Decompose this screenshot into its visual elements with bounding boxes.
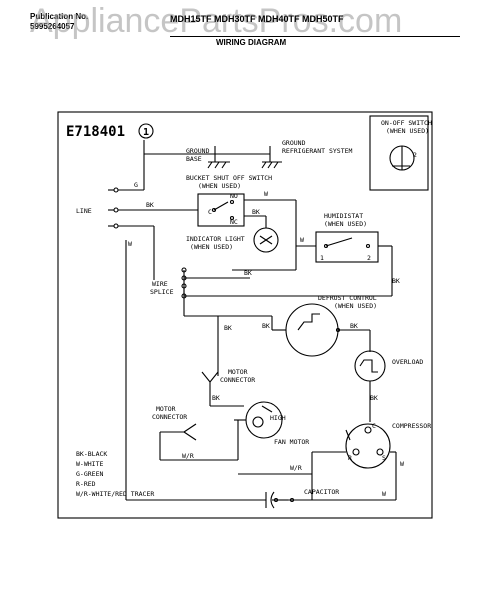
onoff-terminal: 2 — [413, 151, 417, 159]
wire-bk-label-9: BK — [212, 394, 220, 402]
onoff-switch-label-1: ON-OFF SWITCH — [381, 119, 432, 127]
document-title: WIRING DIAGRAM — [216, 38, 287, 47]
bucket-switch-box — [197, 193, 245, 227]
motor-connector-1-label-2: CONNECTOR — [220, 376, 255, 384]
legend-item-g: G-GREEN — [76, 470, 103, 478]
humidistat-box — [315, 231, 379, 263]
wire-w-label-4: W — [400, 460, 404, 468]
high-label: HIGH — [270, 414, 286, 422]
line-label: LINE — [76, 207, 92, 215]
bucket-switch-label-2: (WHEN USED) — [198, 182, 241, 190]
watermark: AppliancePartsPros.com — [30, 2, 403, 40]
ground-refrigerant-label-2: REFRIGERANT SYSTEM — [282, 147, 353, 155]
wire-bk-label-3: BK — [244, 269, 252, 277]
wire-w-label-3: W — [300, 236, 304, 244]
bucket-switch-label-1: BUCKET SHUT OFF SWITCH — [186, 174, 272, 182]
humidistat-label-1: HUMIDISTAT — [324, 212, 363, 220]
wire-bk-label-4: BK — [392, 277, 400, 285]
motor-connector-1-label-1: MOTOR — [228, 368, 248, 376]
defrost-control-label-2: (WHEN USED) — [334, 302, 377, 310]
humidistat-terminal-1: 1 — [320, 254, 324, 262]
diagram-code-number: 1 — [143, 127, 149, 138]
switch-c-label: C — [208, 208, 212, 216]
wire-g-label: G — [134, 181, 138, 189]
onoff-switch-label-2: (WHEN USED) — [386, 127, 429, 135]
code-circle — [138, 123, 154, 139]
wire-bk-label-8: BK — [370, 394, 378, 402]
ground-base-label-2: BASE — [186, 155, 202, 163]
wire-splice-label-2: SPLICE — [150, 288, 174, 296]
compressor-label: COMPRESSOR — [392, 422, 431, 430]
wire-bk-label-2: BK — [252, 208, 260, 216]
wire-bk-label-6: BK — [262, 322, 270, 330]
fan-motor-label: FAN MOTOR — [274, 438, 309, 446]
overload-label: OVERLOAD — [392, 358, 423, 366]
compressor-r-label: R — [348, 454, 352, 462]
wire-bk-label-7: BK — [350, 322, 358, 330]
wire-bk-label-1: BK — [146, 201, 154, 209]
model-list: MDH15TF MDH30TF MDH40TF MDH50TF — [170, 14, 344, 24]
humidistat-label-2: (WHEN USED) — [324, 220, 367, 228]
legend-item-bk: BK-BLACK — [76, 450, 107, 458]
motor-connector-2-label-1: MOTOR — [156, 405, 176, 413]
overload-symbol — [354, 350, 386, 382]
wire-bk-label-5: BK — [224, 324, 232, 332]
wire-wr-label-2: W/R — [290, 464, 302, 472]
publication-label: Publication No. — [30, 12, 89, 21]
capacitor-label: CAPACITOR — [304, 488, 339, 496]
header-rule — [170, 36, 460, 37]
ground-base-label-1: GROUND — [186, 147, 210, 155]
onoff-switch-box — [369, 115, 429, 191]
compressor-symbol — [345, 423, 391, 469]
ground-refrigerant-label-1: GROUND — [282, 139, 306, 147]
wire-wr-label-1: W/R — [182, 452, 194, 460]
legend-item-wr: W/R-WHITE/RED TRACER — [76, 490, 154, 498]
indicator-light-symbol — [253, 227, 279, 253]
wire-w-label-1: W — [264, 190, 268, 198]
legend-item-w: W-WHITE — [76, 460, 103, 468]
wire-w-label-5: W — [382, 490, 386, 498]
compressor-s-label: S — [382, 454, 386, 462]
legend-item-r: R-RED — [76, 480, 96, 488]
humidistat-terminal-2: 2 — [367, 254, 371, 262]
indicator-light-label-1: INDICATOR LIGHT — [186, 235, 245, 243]
defrost-control-symbol — [285, 303, 339, 357]
publication-number: 5995264057 — [30, 22, 75, 31]
compressor-c-label: C — [372, 422, 376, 430]
diagram-code: E718401 — [66, 124, 125, 140]
switch-nc-label: NC — [230, 218, 238, 226]
wire-w-label-2: W — [128, 240, 132, 248]
diagram-frame — [57, 111, 433, 519]
defrost-control-label-1: DEFROST CONTROL — [318, 294, 377, 302]
wire-splice-label-1: WIRE — [152, 280, 168, 288]
switch-no-label: NO — [230, 192, 238, 200]
indicator-light-label-2: (WHEN USED) — [190, 243, 233, 251]
motor-connector-2-label-2: CONNECTOR — [152, 413, 187, 421]
